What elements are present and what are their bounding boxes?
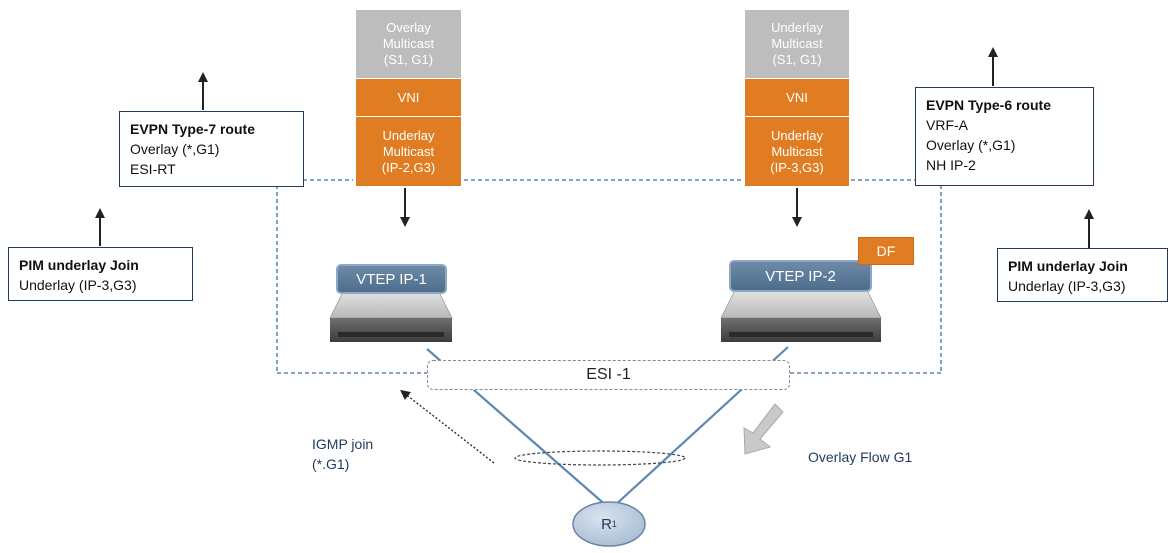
evpn-type6-line: VRF-A bbox=[926, 117, 968, 133]
vtep-1-text: VTEP IP-1 bbox=[356, 270, 427, 288]
r1-main-text: R bbox=[601, 515, 612, 533]
right-stack-vni-text: VNI bbox=[786, 89, 808, 105]
right-stack-top-text: Underlay Multicast (S1, G1) bbox=[770, 20, 824, 67]
evpn-type7-title: EVPN Type-7 route bbox=[130, 121, 255, 137]
right-stack-underlay-text: Underlay Multicast (IP-3,G3) bbox=[770, 127, 824, 175]
left-stack-vni-text: VNI bbox=[397, 89, 420, 105]
evpn-type7-box: EVPN Type-7 route Overlay (*,G1) ESI-RT bbox=[119, 111, 304, 187]
igmp-join-arrow bbox=[400, 389, 495, 464]
evpn-type6-line: Overlay (*,G1) bbox=[926, 137, 1016, 153]
left-stack-overlay-text: Overlay Multicast (S1, G1) bbox=[382, 20, 435, 67]
switch-1-chassis bbox=[329, 287, 453, 342]
overlay-flow-arrow bbox=[743, 403, 784, 455]
right-stack-underlay-top-segment: Underlay Multicast (S1, G1) bbox=[745, 10, 849, 78]
evpn-type6-box: EVPN Type-6 route VRF-A Overlay (*,G1) N… bbox=[915, 87, 1094, 186]
evpn-type6-title: EVPN Type-6 route bbox=[926, 97, 1051, 113]
vtep-2-label: VTEP IP-2 bbox=[729, 260, 872, 292]
switch-2-chassis bbox=[720, 287, 882, 342]
pim-left-line: Underlay (IP-3,G3) bbox=[19, 277, 137, 293]
right-stack-vni-segment: VNI bbox=[745, 78, 849, 116]
lag-ellipse bbox=[514, 450, 686, 466]
left-stack-underlay-text: Underlay Multicast (IP-2,G3) bbox=[381, 127, 436, 175]
igmp-join-text: IGMP join (*.G1) bbox=[312, 436, 374, 472]
evpn-type6-line: NH IP-2 bbox=[926, 157, 976, 173]
esi-text: ESI -1 bbox=[586, 366, 631, 383]
left-stack-underlay-segment: Underlay Multicast (IP-2,G3) bbox=[356, 116, 461, 186]
vtep-2-text: VTEP IP-2 bbox=[765, 267, 836, 285]
right-encap-stack: Underlay Multicast (S1, G1) VNI Underlay… bbox=[745, 10, 849, 186]
pim-join-right-box: PIM underlay Join Underlay (IP-3,G3) bbox=[997, 248, 1168, 302]
left-stack-vni-segment: VNI bbox=[356, 78, 461, 116]
r1-router-circle bbox=[572, 501, 646, 547]
vtep-1-label: VTEP IP-1 bbox=[336, 264, 447, 294]
r1-sub-text: 1 bbox=[611, 519, 617, 529]
left-stack-overlay-segment: Overlay Multicast (S1, G1) bbox=[356, 10, 461, 78]
pim-right-line: Underlay (IP-3,G3) bbox=[1008, 278, 1126, 294]
pim-join-left-box: PIM underlay Join Underlay (IP-3,G3) bbox=[8, 247, 193, 301]
right-stack-underlay-segment: Underlay Multicast (IP-3,G3) bbox=[745, 116, 849, 186]
pim-right-title: PIM underlay Join bbox=[1008, 258, 1128, 274]
df-badge-text: DF bbox=[876, 243, 896, 259]
evpn-type7-line: ESI-RT bbox=[130, 161, 176, 177]
df-badge: DF bbox=[858, 237, 914, 265]
igmp-join-label: IGMP join (*.G1) bbox=[312, 414, 422, 474]
pim-left-title: PIM underlay Join bbox=[19, 257, 139, 273]
esi-box: ESI -1 bbox=[427, 360, 790, 390]
overlay-flow-label: Overlay Flow G1 bbox=[808, 427, 968, 467]
overlay-flow-text: Overlay Flow G1 bbox=[808, 449, 913, 465]
evpn-type7-line: Overlay (*,G1) bbox=[130, 141, 220, 157]
left-encap-stack: Overlay Multicast (S1, G1) VNI Underlay … bbox=[356, 10, 461, 186]
